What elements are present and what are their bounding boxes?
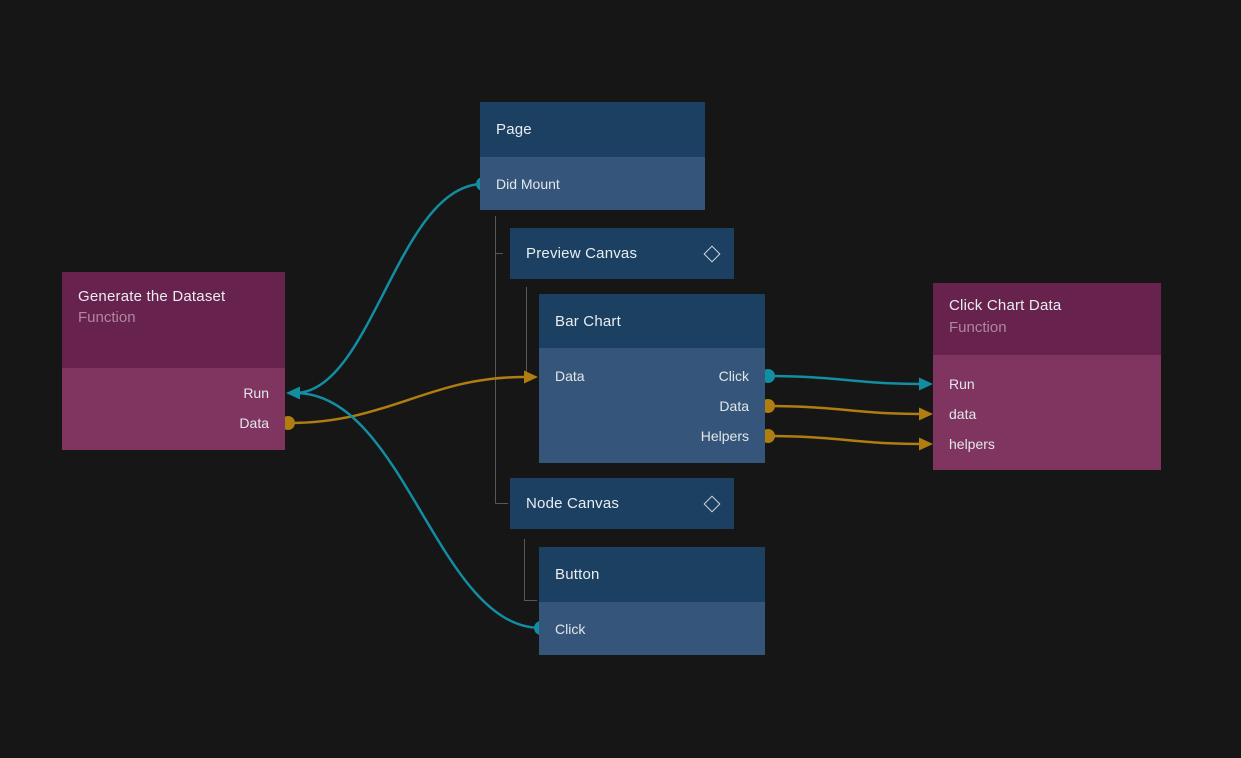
connection-barchart-data-to-clickchart-data[interactable] [766, 404, 921, 416]
port-output-did-mount[interactable]: Did Mount [496, 175, 560, 192]
port-output-helpers[interactable]: Helpers [700, 428, 749, 444]
port-output-click[interactable]: Click [718, 368, 749, 384]
component-diamond-icon [703, 245, 721, 262]
port-input-helpers[interactable]: helpers [949, 436, 995, 452]
arrowhead [919, 437, 933, 451]
connection-generatedata-to-barchart-data[interactable] [288, 375, 525, 425]
hierarchy-line-preview-to-barchart [526, 287, 536, 378]
hierarchy-line-nodecanvas-to-button [524, 539, 537, 601]
node-generate-dataset[interactable]: Generate the Dataset Function Run Data [62, 272, 285, 450]
port-input-data[interactable]: Data [555, 368, 585, 384]
node-title: Button [555, 566, 600, 583]
node-page[interactable]: Page Did Mount [480, 102, 705, 210]
arrowhead [286, 386, 300, 400]
port-output-run[interactable]: Run [243, 385, 269, 401]
connection-buttonclick-to-generate-run[interactable] [294, 391, 542, 630]
node-click-chart-data[interactable]: Click Chart Data Function Run data helpe… [933, 283, 1161, 470]
arrowhead [524, 370, 538, 384]
arrowhead [919, 377, 933, 391]
node-title: Preview Canvas [526, 245, 638, 262]
component-diamond-icon [703, 495, 721, 512]
node-title: Page [496, 121, 532, 138]
node-title: Bar Chart [555, 312, 621, 330]
node-subtitle: Function [949, 319, 1007, 336]
connection-barchart-helpers-to-clickchart-helpers[interactable] [766, 434, 921, 446]
port-output-data[interactable]: Data [719, 398, 749, 414]
connection-barchart-click-to-clickchart-run[interactable] [766, 374, 921, 386]
port-output-data[interactable]: Data [239, 415, 269, 431]
port-output-click[interactable]: Click [555, 620, 586, 637]
node-title: Node Canvas [526, 495, 620, 512]
node-title: Generate the Dataset [78, 288, 226, 305]
port-input-data[interactable]: data [949, 406, 977, 422]
node-bar-chart[interactable]: Bar Chart Data Click Data Helpers [539, 294, 765, 463]
arrowhead [919, 407, 933, 421]
node-title: Click Chart Data [949, 297, 1062, 314]
node-button[interactable]: Button Click [539, 547, 765, 655]
node-node-canvas[interactable]: Node Canvas [510, 478, 734, 529]
node-subtitle: Function [78, 309, 136, 326]
port-input-run[interactable]: Run [949, 376, 975, 392]
connection-didmount-to-generate-run[interactable] [294, 182, 484, 395]
node-preview-canvas[interactable]: Preview Canvas [510, 228, 734, 279]
